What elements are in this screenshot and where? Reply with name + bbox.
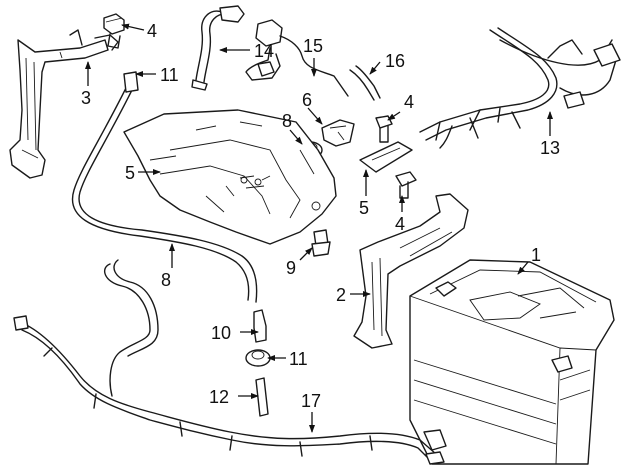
- part-16-hose: [191, 5, 245, 91]
- part-5-bracket: [359, 141, 413, 173]
- part-2-bracket: [353, 193, 469, 349]
- part-1-battery: [409, 259, 615, 465]
- callout-15: 13: [540, 138, 560, 158]
- part-19-harness: [13, 259, 447, 465]
- part-14-tube: [255, 377, 269, 417]
- callout-4-low: 4: [395, 214, 405, 234]
- part-7-tray: [123, 109, 337, 245]
- callout-5: 5: [359, 198, 369, 218]
- callout-4-top: 4: [147, 21, 157, 41]
- callout-4-mid: 4: [404, 92, 414, 112]
- callout-labels: 4 3 14 15 16 11 6 8 4 13 5 5 4 9 8 2 1 1…: [81, 21, 560, 411]
- callout-19: 17: [301, 391, 321, 411]
- callout-9: 9: [286, 258, 296, 278]
- callout-8: 8: [282, 111, 292, 131]
- part-10-tube: [71, 71, 258, 303]
- callout-12: 10: [211, 323, 231, 343]
- callout-18: 16: [385, 51, 405, 71]
- callout-7: 5: [125, 163, 135, 183]
- callout-6: 6: [302, 90, 312, 110]
- part-12-elbow: [253, 309, 267, 343]
- part-15-harness: [419, 27, 621, 149]
- part-4-bolt-mid: [375, 115, 393, 143]
- part-17-connector: [245, 19, 349, 97]
- callout-2: 2: [336, 285, 346, 305]
- callout-11: 11: [160, 65, 179, 85]
- part-6-clip: [321, 119, 355, 147]
- callout-14: 12: [209, 387, 229, 407]
- callout-13: 11: [289, 349, 308, 369]
- callout-leaders: [85, 23, 553, 433]
- callout-10: 8: [161, 270, 171, 290]
- part-4-bolt-top: [103, 13, 125, 49]
- part-9-pin: [311, 229, 331, 257]
- callout-16: 14: [254, 41, 274, 61]
- part-4-bolt-low: [395, 171, 417, 199]
- callout-1: 1: [531, 245, 541, 265]
- part-13-grommet: [245, 349, 271, 367]
- callout-17: 15: [303, 36, 323, 56]
- callout-3: 3: [81, 88, 91, 108]
- part-3-bracket: [9, 29, 119, 179]
- part-18-hose: [349, 65, 381, 101]
